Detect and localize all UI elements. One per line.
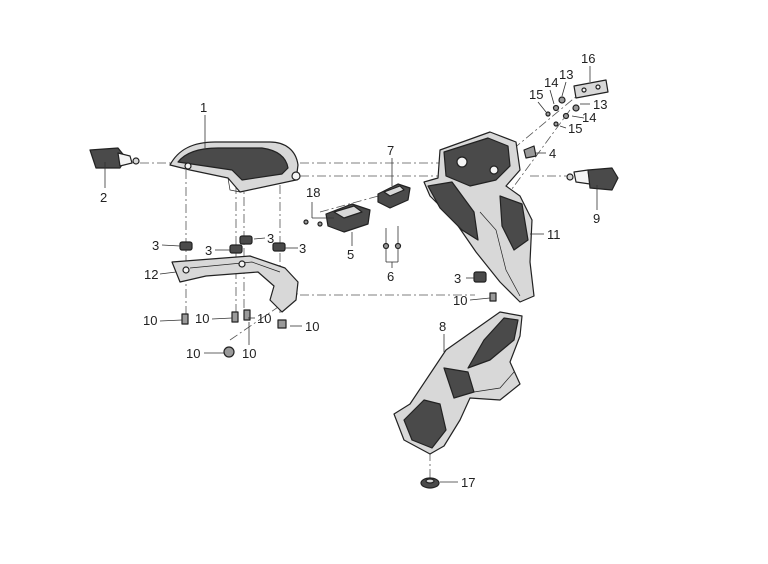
callout-13: 13	[593, 97, 607, 112]
leader-lines	[104, 66, 598, 483]
callout-10: 10	[242, 346, 256, 361]
callout-3: 3	[454, 271, 461, 286]
callout-6: 6	[387, 269, 394, 284]
bolt-parts	[181, 292, 497, 358]
callout-3: 3	[267, 231, 274, 246]
screw-part-4	[523, 145, 537, 159]
grommet-part-17	[420, 477, 440, 489]
callout-2: 2	[100, 190, 107, 205]
callout-10: 10	[195, 311, 209, 326]
grommet-parts	[179, 235, 487, 283]
small-hardware-parts	[545, 96, 580, 127]
module-part-7	[377, 183, 411, 209]
callout-11: 11	[547, 227, 561, 242]
callout-5: 5	[347, 247, 354, 262]
left-turn-signal-part	[89, 147, 140, 169]
callout-13: 13	[559, 67, 573, 82]
bracket-plate-part	[171, 255, 299, 313]
license-bracket-part-16	[573, 79, 609, 99]
callout-10: 10	[143, 313, 157, 328]
callout-7: 7	[387, 143, 394, 158]
callout-9: 9	[593, 211, 600, 226]
right-turn-signal-part	[566, 167, 619, 191]
callout-14: 14	[544, 75, 558, 90]
callout-10: 10	[186, 346, 200, 361]
module-part-5	[325, 203, 371, 233]
callout-14: 14	[582, 110, 596, 125]
callout-3: 3	[299, 241, 306, 256]
callout-17: 17	[461, 475, 475, 490]
screw-parts-18	[303, 219, 323, 227]
callout-15: 15	[568, 121, 582, 136]
rear-cowl-part	[169, 141, 301, 193]
tail-frame-cover-part	[423, 131, 535, 303]
callout-10: 10	[305, 319, 319, 334]
callout-3: 3	[205, 243, 212, 258]
callout-8: 8	[439, 319, 446, 334]
callout-10: 10	[453, 293, 467, 308]
callout-3: 3	[152, 238, 159, 253]
rear-mudguard-part	[393, 311, 523, 455]
callout-16: 16	[581, 51, 595, 66]
screw-parts-6	[382, 226, 402, 250]
callout-10: 10	[257, 311, 271, 326]
callout-numbers: 1 2 3 3 3 3 3 12 10 10 10 10 10 10 10 18…	[100, 51, 607, 490]
callout-12: 12	[144, 267, 158, 282]
callout-1: 1	[200, 100, 207, 115]
callout-4: 4	[549, 146, 556, 161]
callout-18: 18	[306, 185, 320, 200]
callout-15: 15	[529, 87, 543, 102]
